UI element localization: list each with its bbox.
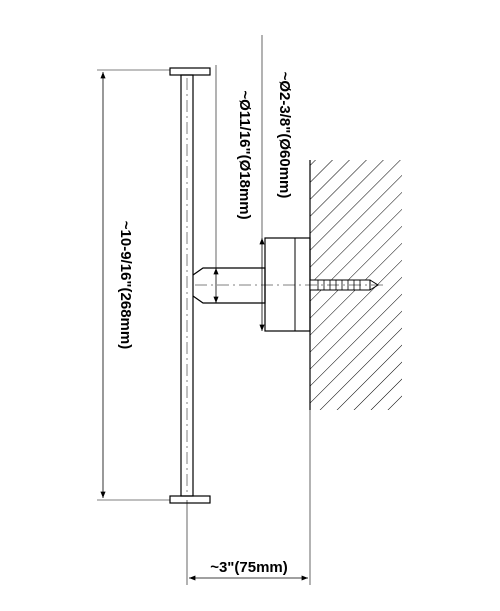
height-dimension-label: ~10-9/16"(268mm): [117, 221, 134, 349]
bar-diameter-label: ~Ø11/16"(Ø18mm): [236, 90, 253, 219]
top-end-cap: [169, 67, 211, 76]
bottom-end-cap: [169, 495, 211, 504]
projection-label: ~3"(75mm): [210, 559, 288, 576]
height-dimension: [97, 69, 170, 501]
vertical-rod: [180, 74, 194, 497]
wall-flange: [264, 237, 311, 332]
projection-dimension: [186, 410, 311, 585]
flange-diameter-label: ~Ø2-3/8"(Ø60mm): [276, 72, 293, 199]
horizontal-arm: [192, 267, 266, 304]
